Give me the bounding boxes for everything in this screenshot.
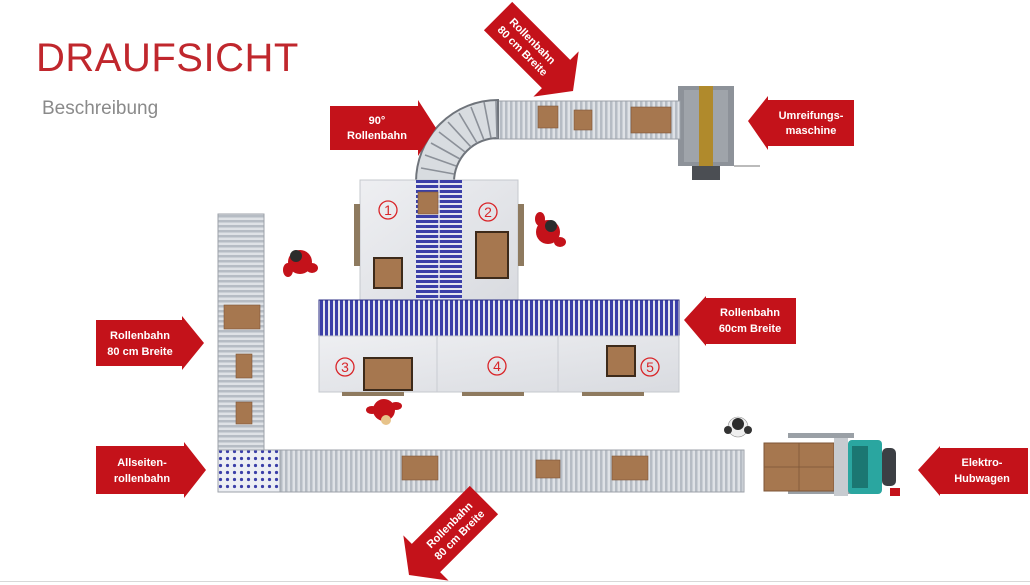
worker-bottom bbox=[366, 399, 402, 425]
station-3: 3 bbox=[335, 357, 355, 377]
footer-divider bbox=[0, 581, 1030, 582]
worker-right bbox=[535, 212, 566, 247]
svg-text:2: 2 bbox=[484, 204, 492, 220]
conveyor-top bbox=[493, 100, 681, 140]
page-subtitle: Beschreibung bbox=[42, 98, 159, 119]
svg-text:90°: 90° bbox=[369, 115, 386, 127]
callout-rollenbahn-90: 90° Rollenbahn bbox=[330, 100, 436, 156]
svg-text:3: 3 bbox=[341, 359, 349, 375]
electric-pallet-truck bbox=[763, 433, 900, 496]
callout-rollenbahn-60cm: Rollenbahn 60cm Breite bbox=[684, 296, 796, 346]
callout-rollenbahn-left: Rollenbahn 80 cm Breite bbox=[96, 316, 204, 370]
callout-allseitenrollenbahn: Allseiten- rollenbahn bbox=[96, 442, 206, 498]
svg-text:Allseiten-: Allseiten- bbox=[117, 457, 167, 469]
svg-text:1: 1 bbox=[384, 202, 392, 218]
worker-left bbox=[283, 250, 318, 277]
callout-umreifungsmaschine: Umreifungs- maschine bbox=[748, 96, 854, 150]
callout-rollenbahn-bottom: Rollenbahn 80 cm Breite bbox=[403, 485, 499, 581]
svg-text:Rollenbahn: Rollenbahn bbox=[720, 307, 780, 319]
svg-text:Hubwagen: Hubwagen bbox=[954, 473, 1010, 485]
worker-truck bbox=[724, 416, 752, 438]
omni-roller-table bbox=[217, 449, 281, 493]
station-4: 4 bbox=[487, 356, 507, 376]
conveyor-left bbox=[217, 213, 265, 451]
workstation-bottom bbox=[318, 335, 680, 396]
svg-text:80 cm Breite: 80 cm Breite bbox=[107, 346, 172, 358]
station-markers: 1 2 3 4 5 bbox=[335, 200, 660, 377]
svg-text:Umreifungs-: Umreifungs- bbox=[779, 110, 844, 122]
svg-text:5: 5 bbox=[646, 359, 654, 375]
strapping-machine bbox=[678, 86, 760, 180]
conveyor-bottom bbox=[279, 449, 745, 493]
svg-text:Rollenbahn: Rollenbahn bbox=[347, 130, 407, 142]
callout-elektro-hubwagen: Elektro- Hubwagen bbox=[918, 446, 1028, 496]
svg-text:Elektro-: Elektro- bbox=[962, 457, 1003, 469]
station-2: 2 bbox=[478, 202, 498, 222]
svg-text:rollenbahn: rollenbahn bbox=[114, 473, 171, 485]
svg-text:maschine: maschine bbox=[786, 125, 837, 137]
conveyor-blue-60cm bbox=[318, 299, 680, 337]
station-5: 5 bbox=[640, 357, 660, 377]
svg-text:4: 4 bbox=[493, 358, 501, 374]
callout-rollenbahn-top: Rollenbahn 80 cm Breite bbox=[483, 1, 579, 97]
svg-text:Rollenbahn: Rollenbahn bbox=[110, 330, 170, 342]
page-title: DRAUFSICHT bbox=[36, 36, 299, 80]
curve-conveyor-90 bbox=[414, 98, 499, 183]
svg-text:60cm Breite: 60cm Breite bbox=[719, 323, 781, 335]
workstation-top bbox=[354, 179, 524, 301]
station-1: 1 bbox=[378, 200, 398, 220]
